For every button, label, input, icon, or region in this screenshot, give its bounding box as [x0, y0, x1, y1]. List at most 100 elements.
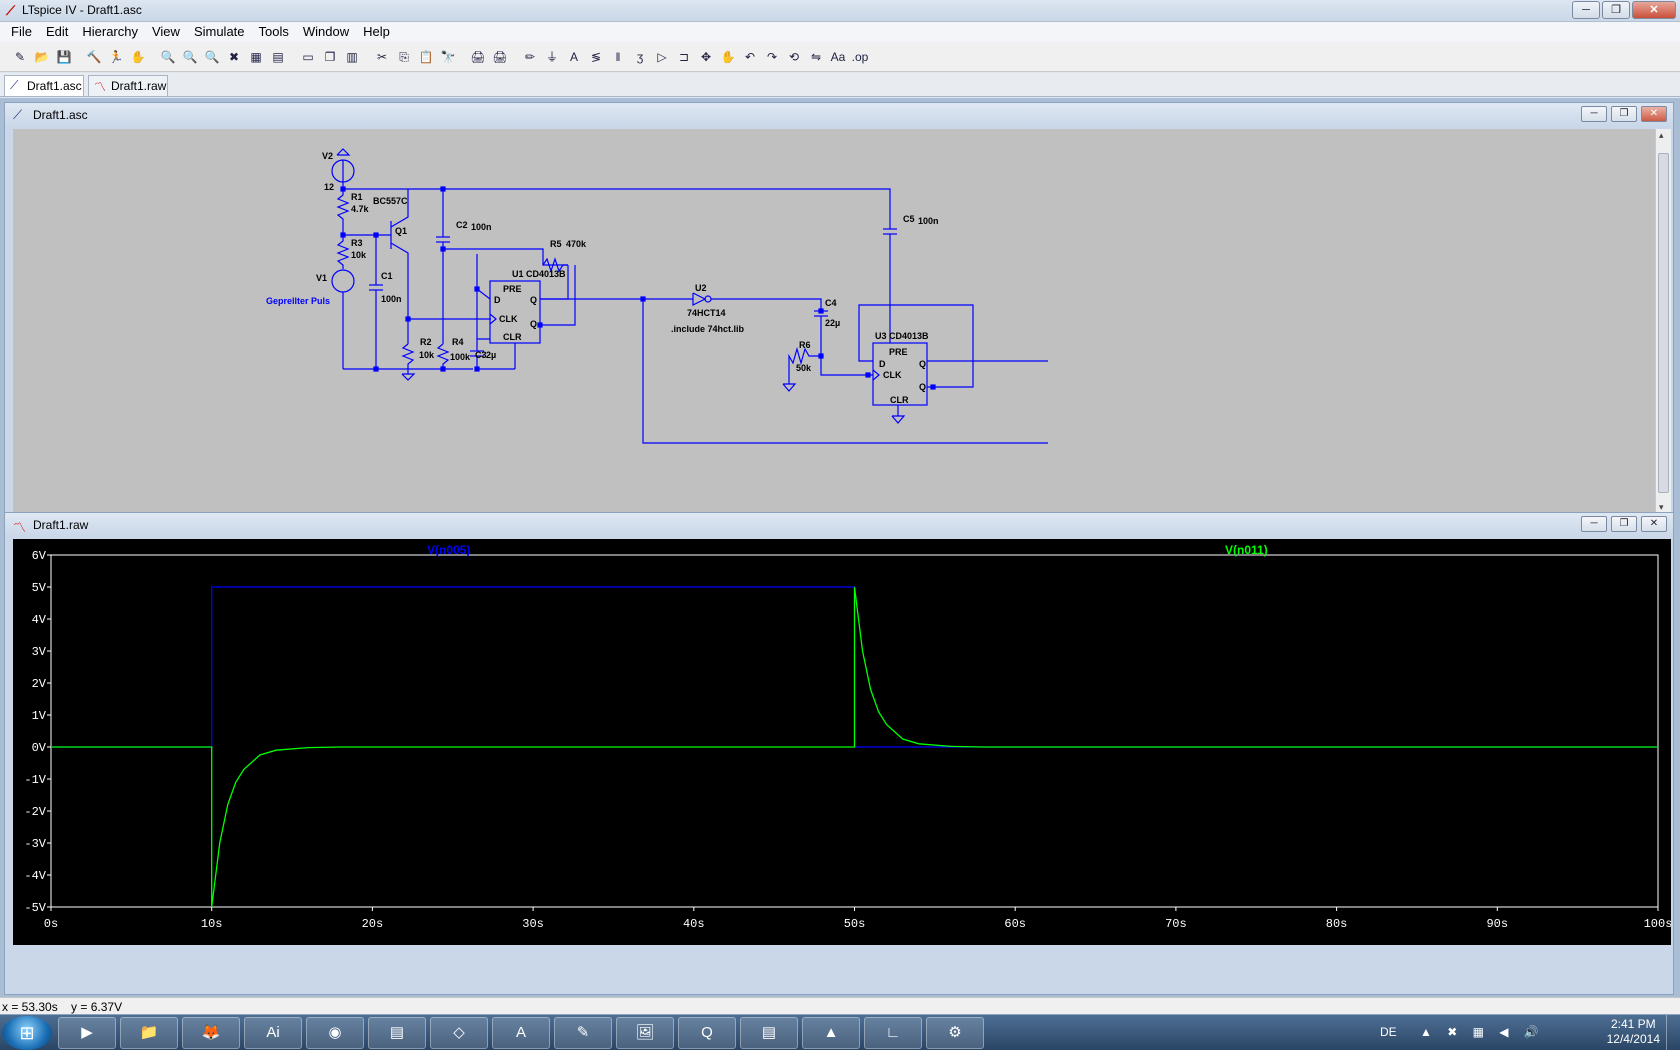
show-desktop-button[interactable]: [1666, 1015, 1680, 1050]
move-icon[interactable]: ✥: [700, 50, 712, 64]
app-icon[interactable]: ✎: [554, 1017, 612, 1049]
undo-icon[interactable]: ↶: [744, 50, 756, 64]
scroll-down-arrow-icon[interactable]: ▾: [1659, 502, 1664, 512]
schematic-minimize-button[interactable]: ─: [1581, 106, 1607, 122]
document-tab-bar: ⟋ Draft1.asc 〽 Draft1.raw: [0, 73, 1680, 97]
schematic-vertical-scrollbar[interactable]: ▴ ▾: [1655, 129, 1671, 514]
schematic-labels: V2 12 R1 4.7k R3 10k V1 Geprellter Puls …: [266, 151, 939, 405]
clock[interactable]: 2:41 PM 12/4/2014: [1607, 1017, 1660, 1047]
u3-ground-symbol: [891, 415, 906, 424]
cascade-icon[interactable]: ❐: [324, 50, 336, 64]
app-icon[interactable]: ◇: [430, 1017, 488, 1049]
schematic-close-button[interactable]: ✕: [1641, 106, 1667, 122]
trace-label-v-n005[interactable]: V(n005): [427, 543, 470, 557]
grid-icon[interactable]: ▤: [272, 50, 284, 64]
tray-icons[interactable]: ▲ ✖ ▦ ◀ 🔊: [1420, 1025, 1545, 1039]
menu-hierarchy[interactable]: Hierarchy: [82, 24, 138, 39]
menu-help[interactable]: Help: [363, 24, 390, 39]
schematic-canvas[interactable]: V2 12 R1 4.7k R3 10k V1 Geprellter Puls …: [13, 129, 1655, 514]
print-setup-icon[interactable]: 🖨: [470, 50, 486, 64]
minimize-button[interactable]: ─: [1572, 1, 1600, 19]
bluestacks-icon[interactable]: ▲: [802, 1017, 860, 1049]
language-indicator[interactable]: DE: [1380, 1025, 1397, 1039]
menu-window[interactable]: Window: [302, 24, 350, 39]
text-icon[interactable]: Aa: [830, 50, 846, 64]
halt-icon[interactable]: ✋: [130, 50, 146, 64]
zoom-in-icon[interactable]: 🔍: [160, 50, 176, 64]
schematic-window: ⟋ Draft1.asc ─ ❐ ✕: [4, 102, 1674, 548]
u3-pin-pre: PRE: [889, 347, 908, 357]
mirror-icon[interactable]: ⇋: [810, 50, 822, 64]
draw-wire-icon[interactable]: ✏: [524, 50, 536, 64]
y-tick-label: -5V: [24, 901, 46, 915]
ground-icon[interactable]: ⏚: [545, 50, 558, 64]
copy-icon[interactable]: ⎘: [399, 50, 409, 64]
chrome-icon[interactable]: ◉: [306, 1017, 364, 1049]
vertical-scroll-thumb[interactable]: [1658, 153, 1669, 493]
tab-draft1-asc[interactable]: ⟋ Draft1.asc: [4, 75, 84, 96]
c4-value: 22µ: [825, 318, 840, 328]
app-icon[interactable]: ⚙: [926, 1017, 984, 1049]
paste-icon[interactable]: 📋: [418, 50, 434, 64]
scroll-up-arrow-icon[interactable]: ▴: [1659, 130, 1664, 140]
inductor-icon[interactable]: ʒ: [636, 50, 644, 64]
menu-view[interactable]: View: [151, 24, 180, 39]
rotate-icon[interactable]: ⟲: [788, 50, 800, 64]
spice-directive-icon[interactable]: .op: [851, 50, 869, 64]
mdi-workspace: ⟋ Draft1.asc ─ ❐ ✕: [0, 98, 1680, 997]
cut-icon[interactable]: ✂: [376, 50, 388, 64]
print-icon[interactable]: 🖨: [492, 50, 508, 64]
trace-label-v-n011[interactable]: V(n011): [1225, 543, 1268, 557]
qgis-icon[interactable]: Q: [678, 1017, 736, 1049]
maximize-button[interactable]: ❐: [1602, 1, 1630, 19]
save-icon[interactable]: 💾: [56, 50, 72, 64]
r4-value: 100k: [450, 352, 471, 362]
capacitor-icon[interactable]: ‖: [615, 50, 621, 64]
menu-tools[interactable]: Tools: [258, 24, 289, 39]
acrobat-icon[interactable]: A: [492, 1017, 550, 1049]
zoom-full-icon[interactable]: 🔍: [204, 50, 220, 64]
drag-icon[interactable]: ✋: [720, 50, 736, 64]
redo-icon[interactable]: ↷: [766, 50, 778, 64]
r1-value: 4.7k: [351, 204, 370, 214]
tile-horizontal-icon[interactable]: ▭: [302, 50, 314, 64]
waveform-close-button[interactable]: ✕: [1641, 516, 1667, 532]
waveform-maximize-button[interactable]: ❐: [1611, 516, 1637, 532]
notepad-icon[interactable]: ▤: [368, 1017, 426, 1049]
explorer-icon[interactable]: 📁: [120, 1017, 178, 1049]
label-net-icon[interactable]: A: [569, 50, 578, 64]
zoom-out-icon[interactable]: 🔍: [182, 50, 198, 64]
component-icon[interactable]: ⊐: [678, 50, 690, 64]
r3-value: 10k: [351, 250, 367, 260]
control-panel-icon[interactable]: 🔨: [86, 50, 102, 64]
waveform-minimize-button[interactable]: ─: [1581, 516, 1607, 532]
start-button[interactable]: ⊞: [2, 1016, 52, 1050]
zoom-cancel-icon[interactable]: ✖: [228, 50, 240, 64]
adobe-cs-icon[interactable]: Ai: [244, 1017, 302, 1049]
tile-vertical-icon[interactable]: ▥: [346, 50, 358, 64]
open-icon[interactable]: 📂: [34, 50, 50, 64]
firefox-icon[interactable]: 🦊: [182, 1017, 240, 1049]
menu-file[interactable]: File: [11, 24, 32, 39]
run-icon[interactable]: 🏃: [108, 50, 124, 64]
u1-pin-q: Q: [530, 295, 537, 305]
ltspice-icon[interactable]: ∟: [864, 1017, 922, 1049]
tab-draft1-raw[interactable]: 〽 Draft1.raw: [88, 75, 168, 96]
resistor-icon[interactable]: ≶: [590, 50, 602, 64]
photo-viewer-icon[interactable]: 🖼: [616, 1017, 674, 1049]
autorange-icon[interactable]: ▦: [250, 50, 262, 64]
new-schematic-icon[interactable]: ✎: [14, 50, 26, 64]
status-bar: x = 53.30s y = 6.37V: [0, 997, 1680, 1014]
media-player-icon[interactable]: ▶: [58, 1017, 116, 1049]
app-icon[interactable]: ▤: [740, 1017, 798, 1049]
u1-pin-qbar: Q: [530, 319, 537, 329]
schematic-maximize-button[interactable]: ❐: [1611, 106, 1637, 122]
close-button[interactable]: ✕: [1632, 1, 1676, 19]
menu-edit[interactable]: Edit: [45, 24, 69, 39]
diode-icon[interactable]: ▷: [657, 50, 667, 64]
series-line-v-n011[interactable]: [51, 586, 1658, 908]
menu-simulate[interactable]: Simulate: [193, 24, 245, 39]
find-icon[interactable]: 🔭: [440, 50, 456, 64]
u1-label: U1: [512, 269, 524, 279]
